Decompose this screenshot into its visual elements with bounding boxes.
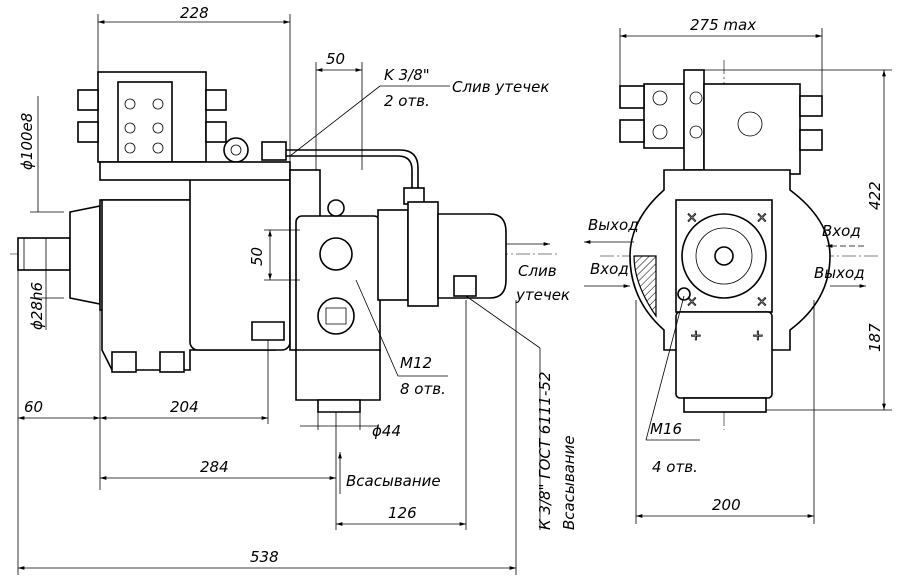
suction-block bbox=[295, 349, 381, 401]
foot-right bbox=[159, 351, 185, 373]
outlet-left: Выход bbox=[588, 216, 639, 234]
bottom-fitting bbox=[251, 321, 285, 341]
leak-drain-right-1: Слив bbox=[518, 262, 557, 280]
dia-28h6: ϕ28h6 bbox=[28, 282, 46, 330]
leak-drain-boss bbox=[453, 275, 477, 297]
outlet-right: Выход bbox=[814, 264, 865, 282]
rear-pump-housing bbox=[295, 215, 381, 357]
valve-fitting-2 bbox=[77, 121, 99, 143]
holes-8: 8 отв. bbox=[400, 380, 446, 398]
section-hatch bbox=[633, 255, 657, 318]
side-view-dimensions: 228 50 K 3/8" Слив утечек 2 отв. ϕ100e8 … bbox=[17, 4, 578, 575]
adapter-flange bbox=[377, 209, 409, 301]
suction-left: Всасывание bbox=[346, 472, 441, 490]
dim-275: 275 max bbox=[690, 16, 756, 34]
foot-left bbox=[111, 351, 137, 373]
svg-text:×: × bbox=[686, 210, 698, 226]
leak-drain-top: Слив утечек bbox=[452, 78, 549, 96]
svg-text:×: × bbox=[756, 210, 768, 226]
front-view: × × × × + + bbox=[600, 60, 880, 430]
dim-50-top: 50 bbox=[326, 50, 345, 68]
svg-text:×: × bbox=[686, 294, 698, 310]
svg-text:×: × bbox=[756, 294, 768, 310]
inlet-right: Вход bbox=[822, 222, 861, 240]
svg-text:+: + bbox=[752, 328, 764, 344]
front-view-dimensions: 275 max 422 187 Выход Вход Вход Выход M1… bbox=[584, 16, 892, 524]
dim-538: 538 bbox=[250, 548, 279, 566]
holes-2: 2 отв. bbox=[384, 92, 430, 110]
dim-126: 126 bbox=[388, 504, 417, 522]
dia-100e8: ϕ100e8 bbox=[18, 113, 36, 170]
front-flange bbox=[69, 205, 101, 305]
dim-50-side: 50 bbox=[248, 247, 266, 266]
leak-drain-right-2: утечек bbox=[515, 286, 570, 304]
dim-187: 187 bbox=[866, 323, 884, 352]
thread-k38: K 3/8" bbox=[384, 66, 430, 84]
side-view bbox=[10, 71, 560, 413]
valve-fitting-4 bbox=[205, 121, 227, 143]
valve-fitting-1 bbox=[77, 89, 99, 111]
drive-shaft bbox=[17, 237, 71, 271]
dia-44: ϕ44 bbox=[372, 422, 401, 440]
dim-422: 422 bbox=[866, 181, 884, 210]
dim-60: 60 bbox=[24, 398, 43, 416]
rear-cover-flange bbox=[407, 201, 439, 307]
front-suction-block bbox=[675, 311, 773, 399]
m12: M12 bbox=[400, 354, 432, 372]
m16: M16 bbox=[650, 420, 682, 438]
inlet-left: Вход bbox=[590, 260, 629, 278]
holes-4: 4 отв. bbox=[652, 458, 698, 476]
gost-vertical: К 3/8" ГОСТ 6111-52 bbox=[536, 372, 554, 530]
svg-text:+: + bbox=[690, 328, 702, 344]
suction-vertical: Всасывание bbox=[560, 435, 578, 530]
front-valve-stack bbox=[643, 83, 685, 149]
front-valve-body bbox=[703, 83, 801, 175]
dim-228: 228 bbox=[180, 4, 209, 22]
valve-fitting-3 bbox=[205, 89, 227, 111]
dim-284: 284 bbox=[200, 458, 229, 476]
dim-200: 200 bbox=[712, 496, 741, 514]
dim-204: 204 bbox=[170, 398, 199, 416]
